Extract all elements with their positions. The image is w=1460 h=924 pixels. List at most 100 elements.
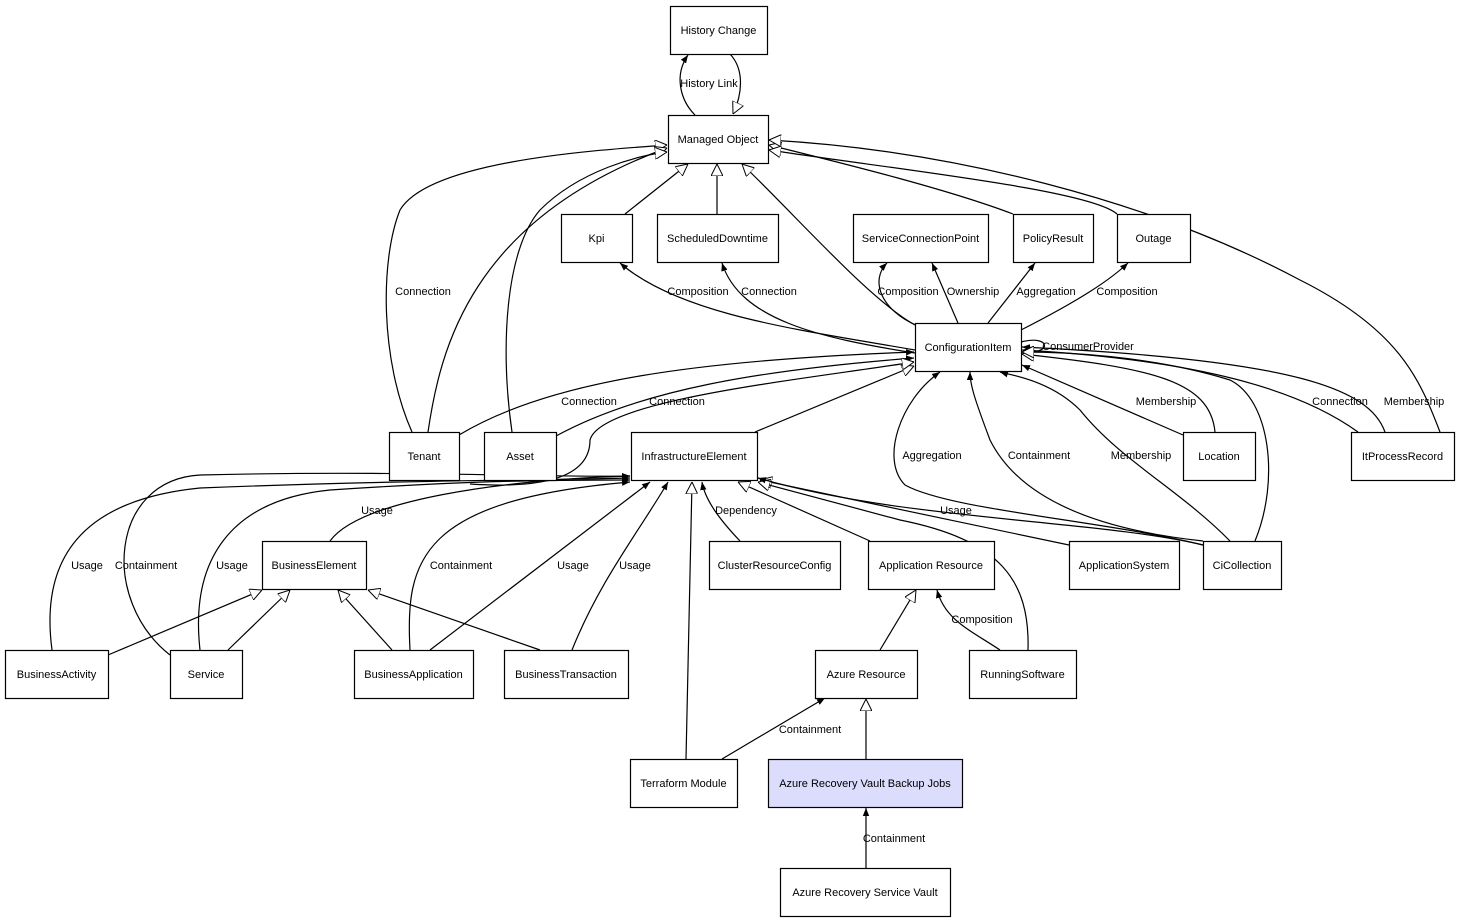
class-node-managed-object[interactable]: Managed Object	[667, 114, 770, 165]
node-box[interactable]	[503, 649, 630, 700]
class-node-service-connection-point[interactable]: ServiceConnectionPoint	[852, 213, 990, 264]
node-box[interactable]	[483, 431, 558, 482]
edge-label: Usage	[940, 505, 972, 517]
node-box[interactable]	[667, 114, 770, 165]
class-node-cluster-resource-config[interactable]: ClusterResourceConfig	[708, 540, 842, 591]
class-node-azure-resource[interactable]: Azure Resource	[814, 649, 919, 700]
class-node-kpi[interactable]: Kpi	[560, 213, 634, 264]
edge-cluster-resource-config-to-infrastructure-element	[700, 481, 741, 542]
node-label: History Change	[681, 25, 757, 37]
edge-business-activity-to-business-element	[107, 590, 262, 656]
class-node-scheduled-downtime[interactable]: ScheduledDowntime	[656, 213, 780, 264]
node-label: ItProcessRecord	[1362, 451, 1443, 463]
node-box[interactable]	[1116, 213, 1192, 264]
node-box[interactable]	[914, 322, 1023, 373]
edge-ci-collection-to-configuration-item	[893, 371, 1204, 546]
class-node-tenant[interactable]: Tenant	[388, 431, 461, 482]
edge-running-software-to-application-resource	[935, 589, 1001, 651]
node-box[interactable]	[767, 758, 964, 809]
edge-configuration-item-to-kpi	[619, 262, 916, 351]
node-label: BusinessApplication	[364, 669, 462, 681]
node-label: ApplicationSystem	[1079, 560, 1170, 572]
class-node-azure-recovery-vault-backup-jobs[interactable]: Azure Recovery Vault Backup Jobs	[767, 758, 964, 809]
node-box[interactable]	[852, 213, 990, 264]
node-box[interactable]	[353, 649, 475, 700]
class-node-business-activity[interactable]: BusinessActivity	[4, 649, 110, 700]
edge-asset-to-configuration-item	[555, 355, 915, 437]
node-box[interactable]	[630, 431, 759, 482]
node-box[interactable]	[708, 540, 842, 591]
edge-it-process-record-to-managed-object	[769, 140, 1441, 433]
edge-label: Usage	[557, 560, 589, 572]
edge-ci-collection-to-configuration-item	[999, 371, 1231, 542]
node-box[interactable]	[968, 649, 1078, 700]
edge-asset-to-managed-object	[505, 152, 667, 433]
edge-label: Aggregation	[1016, 286, 1075, 298]
class-node-location[interactable]: Location	[1182, 431, 1257, 482]
node-box[interactable]	[629, 758, 739, 809]
node-box[interactable]	[169, 649, 244, 700]
edge-terraform-module-to-azure-resource	[721, 697, 826, 760]
edge-location-to-configuration-item	[1022, 354, 1216, 433]
node-label: ConfigurationItem	[925, 342, 1012, 354]
node-box[interactable]	[1350, 431, 1456, 482]
class-node-running-software[interactable]: RunningSoftware	[968, 649, 1078, 700]
node-label: CiCollection	[1213, 560, 1272, 572]
node-box[interactable]	[669, 5, 769, 56]
node-box[interactable]	[1068, 540, 1181, 591]
node-box[interactable]	[1202, 540, 1283, 591]
class-node-history-change[interactable]: History Change	[669, 5, 769, 56]
node-box[interactable]	[388, 431, 461, 482]
class-node-business-transaction[interactable]: BusinessTransaction	[503, 649, 630, 700]
node-label: Service	[188, 669, 225, 681]
edge-label: Composition	[877, 286, 938, 298]
node-label: ClusterResourceConfig	[718, 560, 832, 572]
edge-label: Composition	[667, 286, 728, 298]
class-node-terraform-module[interactable]: Terraform Module	[629, 758, 739, 809]
node-box[interactable]	[814, 649, 919, 700]
class-node-ci-collection[interactable]: CiCollection	[1202, 540, 1283, 591]
edge-label: Containment	[430, 560, 492, 572]
class-node-azure-recovery-service-vault[interactable]: Azure Recovery Service Vault	[779, 867, 952, 918]
node-box[interactable]	[1012, 213, 1095, 264]
class-node-asset[interactable]: Asset	[483, 431, 558, 482]
class-node-business-element[interactable]: BusinessElement	[261, 540, 368, 591]
node-label: RunningSoftware	[980, 669, 1064, 681]
node-label: InfrastructureElement	[641, 451, 746, 463]
class-node-application-system[interactable]: ApplicationSystem	[1068, 540, 1181, 591]
edge-service-to-business-element	[227, 590, 290, 651]
edge-ci-collection-to-infrastructure-element	[757, 477, 1204, 546]
node-box[interactable]	[4, 649, 110, 700]
edge-business-transaction-to-business-element	[368, 590, 541, 651]
class-node-business-application[interactable]: BusinessApplication	[353, 649, 475, 700]
node-box[interactable]	[656, 213, 780, 264]
node-label: Asset	[506, 451, 534, 463]
class-node-policy-result[interactable]: PolicyResult	[1012, 213, 1095, 264]
node-box[interactable]	[1182, 431, 1257, 482]
node-box[interactable]	[779, 867, 952, 918]
class-node-outage[interactable]: Outage	[1116, 213, 1192, 264]
node-box[interactable]	[560, 213, 634, 264]
node-box[interactable]	[261, 540, 368, 591]
node-label: BusinessTransaction	[515, 669, 617, 681]
class-node-configuration-item[interactable]: ConfigurationItem	[914, 322, 1023, 373]
node-label: Azure Resource	[827, 669, 906, 681]
edge-terraform-module-to-infrastructure-element	[685, 482, 692, 760]
node-label: ScheduledDowntime	[667, 233, 768, 245]
edge-label: Usage	[216, 560, 248, 572]
node-label: Azure Recovery Vault Backup Jobs	[779, 778, 951, 790]
edge-configuration-item-to-service-connection-point	[931, 262, 959, 324]
edge-label: Membership	[1111, 450, 1172, 462]
edge-history-change-to-managed-object	[729, 53, 741, 114]
edge-tenant-to-configuration-item	[458, 349, 915, 436]
edge-azure-resource-to-application-resource	[879, 590, 916, 651]
class-node-service[interactable]: Service	[169, 649, 244, 700]
class-node-application-resource[interactable]: Application Resource	[867, 540, 996, 591]
edge-ci-collection-to-configuration-item	[1022, 352, 1270, 542]
edge-service-to-infrastructure-element	[123, 472, 631, 656]
class-node-it-process-record[interactable]: ItProcessRecord	[1350, 431, 1456, 482]
edge-label: Containment	[863, 833, 925, 845]
node-box[interactable]	[867, 540, 996, 591]
class-node-infrastructure-element[interactable]: InfrastructureElement	[630, 431, 759, 482]
edge-label: Membership	[1136, 396, 1197, 408]
